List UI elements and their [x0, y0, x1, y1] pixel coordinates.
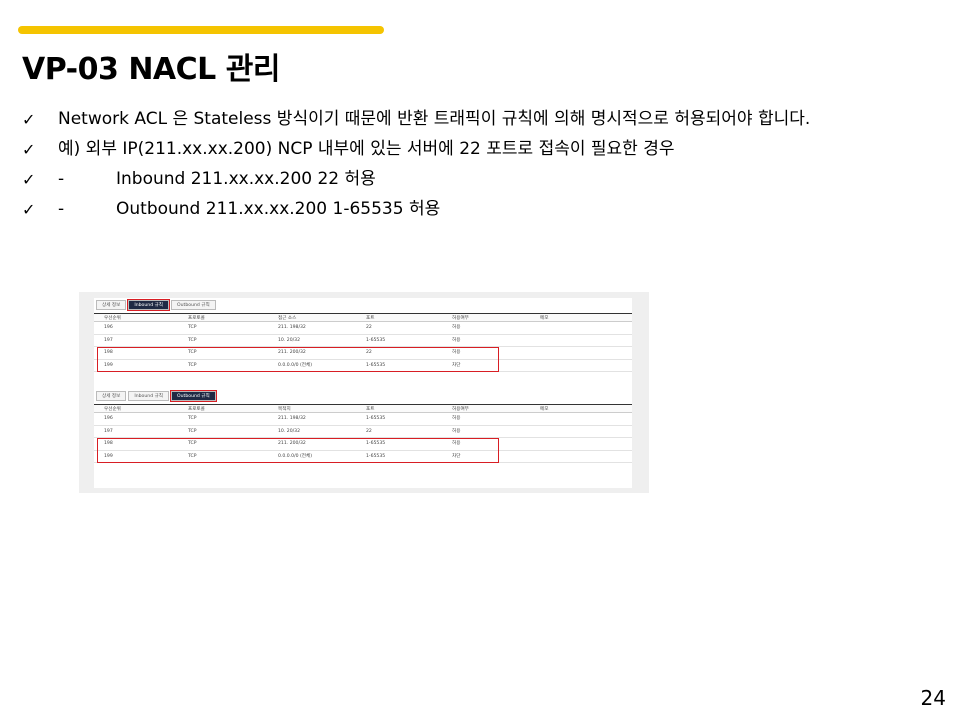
tab-detail-info[interactable]: 상세 정보	[96, 300, 127, 310]
bullet-item: ✓ Network ACL 은 Stateless 방식이기 때문에 반환 트래…	[22, 108, 937, 131]
row-cell: 허용	[452, 337, 461, 343]
row-cell: 196	[104, 325, 113, 330]
table-row: 197 TCP 10. 20/32 22 허용	[94, 426, 632, 439]
row-cell: TCP	[188, 337, 197, 343]
table-row: 198 TCP 211. 200/32 22 허용	[94, 347, 632, 360]
row-cell: 198	[104, 441, 113, 447]
bullet-text: Network ACL 은 Stateless 방식이기 때문에 반환 트래픽이…	[58, 109, 811, 129]
header-cell: 메모	[540, 407, 549, 412]
table-row: 199 TCP 0.0.0.0/0 (전체) 1-65535 차단	[94, 360, 632, 373]
row-cell: 1-65535	[366, 337, 386, 343]
bullet-text: Inbound 211.xx.xx.200 22 허용	[116, 169, 376, 189]
inbound-tab-bar: 상세 정보 Inbound 규칙 Outbound 규칙	[96, 298, 218, 312]
tab-outbound-rules[interactable]: Outbound 규칙	[169, 389, 218, 403]
row-cell: 199	[104, 453, 113, 459]
row-cell: 211. 198/32	[278, 416, 306, 421]
checkmark-icon: ✓	[22, 170, 36, 189]
tab-detail-info[interactable]: 상세 정보	[96, 391, 127, 401]
row-cell: 0.0.0.0/0 (전체)	[278, 453, 313, 459]
header-cell: 포트	[366, 407, 375, 412]
page-number: 24	[920, 686, 946, 710]
row-cell: 196	[104, 416, 113, 421]
row-cell: TCP	[188, 416, 197, 421]
row-cell: 197	[104, 428, 113, 434]
table-row: 196 TCP 211. 198/32 1-65535 허용	[94, 413, 632, 426]
row-cell: 22	[366, 428, 372, 434]
row-cell: 22	[366, 325, 372, 330]
row-cell: TCP	[188, 362, 197, 368]
header-cell: 포트	[366, 316, 375, 321]
row-cell: 1-65535	[366, 453, 386, 459]
row-cell: 1-65535	[366, 362, 386, 368]
row-cell: TCP	[188, 325, 197, 330]
row-cell: 차단	[452, 362, 461, 368]
header-cell: 프로토콜	[188, 407, 205, 412]
row-cell: TCP	[188, 350, 197, 356]
header-cell: 목적지	[278, 407, 291, 412]
row-cell: 차단	[452, 453, 461, 459]
table-row: 197 TCP 10. 20/32 1-65535 허용	[94, 335, 632, 348]
outbound-highlight-box	[97, 437, 499, 463]
row-cell: 허용	[452, 428, 461, 434]
row-cell: 198	[104, 350, 113, 356]
row-cell: TCP	[188, 453, 197, 459]
table-row: 199 TCP 0.0.0.0/0 (전체) 1-65535 차단	[94, 451, 632, 464]
tab-inbound-rules[interactable]: Inbound 규칙	[126, 298, 171, 312]
header-cell: 허용여부	[452, 407, 469, 412]
row-cell: 199	[104, 362, 113, 368]
checkmark-icon: ✓	[22, 200, 36, 219]
outbound-table-header: 우선순위 프로토콜 목적지 포트 허용여부 메모	[94, 404, 632, 413]
header-cell: 허용여부	[452, 316, 469, 321]
checkmark-icon: ✓	[22, 110, 36, 129]
bullet-item: ✓ 예) 외부 IP(211.xx.xx.200) NCP 내부에 있는 서버에…	[22, 138, 937, 161]
row-cell: 1-65535	[366, 416, 386, 421]
bullet-text: Outbound 211.xx.xx.200 1-65535 허용	[116, 199, 441, 219]
header-cell: 프로토콜	[188, 316, 205, 321]
row-cell: 허용	[452, 350, 461, 356]
header-cell: 우선순위	[104, 407, 121, 412]
slide-title: VP-03 NACL 관리	[22, 52, 280, 87]
inbound-highlight-box	[97, 346, 499, 372]
row-cell: 허용	[452, 325, 461, 330]
tab-outbound-rules[interactable]: Outbound 규칙	[171, 300, 216, 310]
header-cell: 접근 소스	[278, 316, 297, 321]
row-cell: 211. 200/32	[278, 350, 306, 356]
nacl-rules-screenshot: 상세 정보 Inbound 규칙 Outbound 규칙 우선순위 프로토콜 접…	[79, 292, 649, 493]
row-cell: 허용	[452, 416, 461, 421]
row-cell: 10. 20/32	[278, 337, 301, 343]
header-cell: 우선순위	[104, 316, 121, 321]
row-cell: 0.0.0.0/0 (전체)	[278, 362, 313, 368]
row-cell: TCP	[188, 428, 197, 434]
row-cell: TCP	[188, 441, 197, 447]
header-cell: 메모	[540, 316, 549, 321]
table-row: 198 TCP 211. 200/32 1-65535 허용	[94, 438, 632, 451]
bullet-list: ✓ Network ACL 은 Stateless 방식이기 때문에 반환 트래…	[22, 108, 937, 228]
bullet-item: ✓ - Outbound 211.xx.xx.200 1-65535 허용	[22, 198, 937, 221]
checkmark-icon: ✓	[22, 140, 36, 159]
bullet-text: 예) 외부 IP(211.xx.xx.200) NCP 내부에 있는 서버에 2…	[58, 139, 675, 159]
row-cell: 211. 200/32	[278, 441, 306, 447]
title-accent-bar	[18, 26, 384, 34]
row-cell: 허용	[452, 441, 461, 447]
row-cell: 1-65535	[366, 441, 386, 447]
table-row: 196 TCP 211. 198/32 22 허용	[94, 322, 632, 335]
bullet-dash: -	[58, 199, 65, 219]
row-cell: 197	[104, 337, 113, 343]
row-cell: 211. 198/32	[278, 325, 306, 330]
nacl-rules-panel: 상세 정보 Inbound 규칙 Outbound 규칙 우선순위 프로토콜 접…	[94, 298, 632, 488]
row-cell: 10. 20/32	[278, 428, 301, 434]
bullet-dash: -	[58, 169, 65, 189]
inbound-table-header: 우선순위 프로토콜 접근 소스 포트 허용여부 메모	[94, 313, 632, 322]
row-cell: 22	[366, 350, 372, 356]
outbound-tab-bar: 상세 정보 Inbound 규칙 Outbound 규칙	[96, 389, 218, 403]
bullet-item: ✓ - Inbound 211.xx.xx.200 22 허용	[22, 168, 937, 191]
tab-inbound-rules[interactable]: Inbound 규칙	[128, 391, 170, 401]
